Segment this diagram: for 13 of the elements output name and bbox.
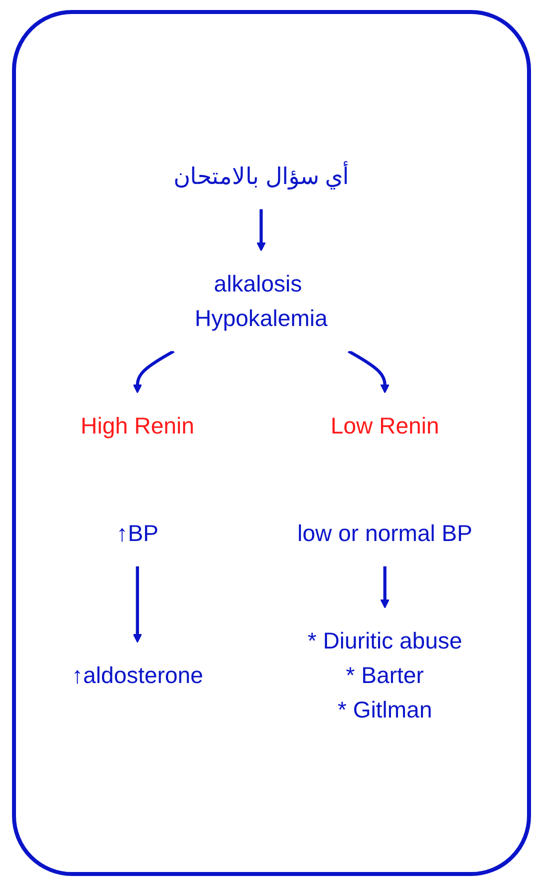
node-text: Low Renin [330,412,439,439]
node-text: High Renin [80,412,194,439]
arrow [380,566,389,608]
node-text: low or normal BP [296,520,472,546]
node-text: alkalosis Hypokalemia [194,270,328,332]
arrow [132,566,142,643]
node-text: ↑BP [116,520,158,546]
node-text: ↑aldosterone [71,662,203,688]
arrow [132,350,174,394]
arrow [347,350,389,394]
node-text: أي سؤال بالامتحان [172,163,348,190]
arrow [256,209,266,252]
node-text: * Diuritic abuse * Barter * Gitlman [307,628,462,723]
